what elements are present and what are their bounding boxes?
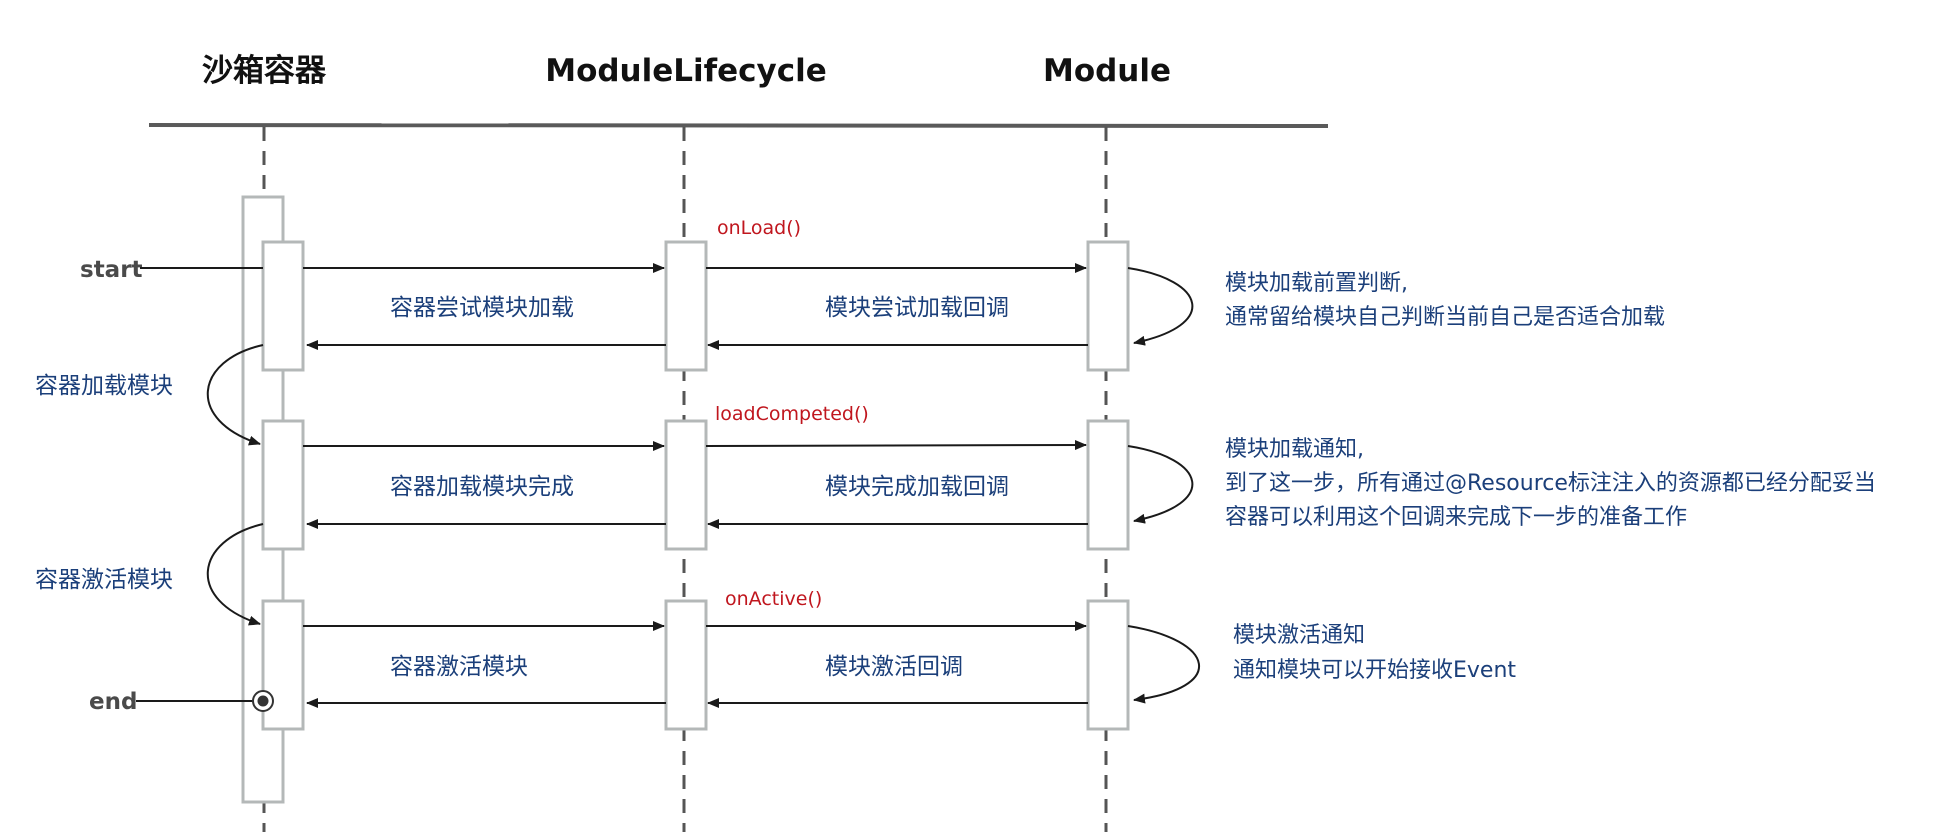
end-label: end: [89, 689, 137, 715]
container-activation-1: [261, 240, 305, 372]
note-2-line-3: 容器可以利用这个回调来完成下一步的准备工作: [1225, 505, 1687, 530]
method-label-3: onActive(): [725, 588, 822, 610]
participant-module-lifecycle: ModuleLifecycle: [545, 53, 827, 89]
lifecycle-activation-2: [664, 419, 708, 551]
transition-arrow-1: [206, 344, 264, 446]
self-call-arrow-3: [1127, 625, 1200, 704]
participant-module: Module: [1043, 53, 1171, 89]
note-2-line-1: 模块加载通知,: [1225, 437, 1364, 462]
transition-label-1: 容器加载模块: [35, 373, 173, 399]
lifecycle-activation-1: [664, 240, 708, 372]
transition-arrow-2: [206, 523, 264, 626]
module-activation-3: [1086, 599, 1130, 731]
module-activation-2: [1086, 419, 1130, 551]
request-label-2: 容器加载模块完成: [390, 474, 574, 500]
note-3-line-1: 模块激活通知: [1233, 623, 1365, 648]
method-label-2: loadCompeted(): [715, 403, 869, 425]
request-label-1: 容器尝试模块加载: [390, 295, 574, 321]
lifecycle-activation-3: [664, 599, 708, 731]
callback-label-3: 模块激活回调: [825, 654, 963, 680]
note-1-line-1: 模块加载前置判断,: [1225, 271, 1408, 296]
note-2-line-2: 到了这一步，所有通过@Resource标注注入的资源都已经分配妥当: [1225, 471, 1876, 496]
callback-label-2: 模块完成加载回调: [825, 474, 1009, 500]
note-1-line-2: 通常留给模块自己判断当前自己是否适合加载: [1225, 305, 1665, 330]
transition-label-2: 容器激活模块: [35, 567, 173, 593]
self-call-arrow-2: [1127, 445, 1194, 524]
callback-label-1: 模块尝试加载回调: [825, 295, 1009, 321]
participant-sandbox-container: 沙箱容器: [202, 53, 327, 89]
container-activation-2: [261, 419, 305, 551]
call-arrow-2: [705, 440, 1087, 451]
end-terminal-dot: [257, 695, 269, 707]
self-call-arrow-1: [1127, 267, 1194, 346]
header-divider: [148, 123, 1329, 128]
module-activation-1: [1086, 240, 1130, 372]
start-label: start: [80, 257, 143, 283]
method-label-1: onLoad(): [717, 217, 801, 239]
request-label-3: 容器激活模块: [390, 654, 528, 680]
note-3-line-2: 通知模块可以开始接收Event: [1233, 658, 1516, 683]
